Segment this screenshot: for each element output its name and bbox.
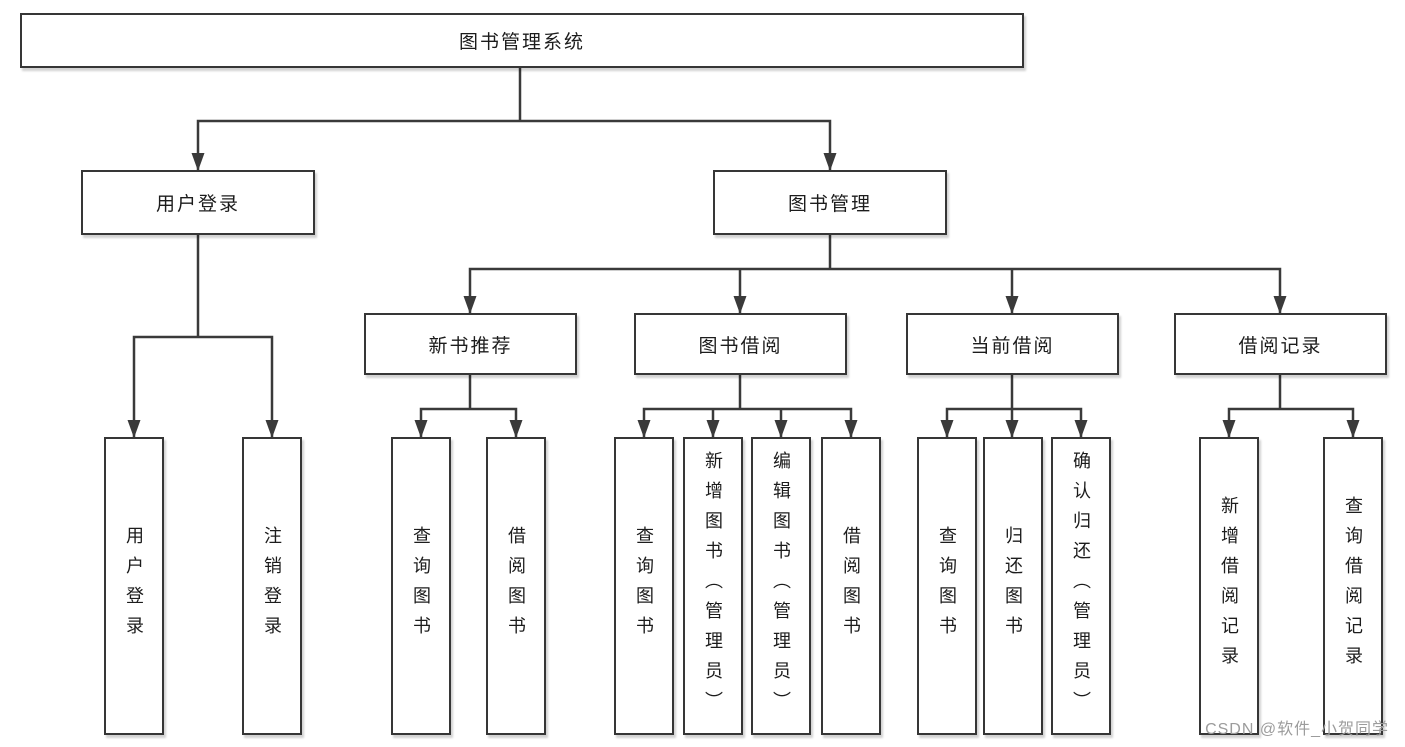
node-library-management-system: 图书管理系统: [20, 13, 1024, 68]
csdn-watermark: CSDN @软件_小贺同学: [1205, 721, 1389, 738]
connector-records-rail: [1222, 407, 1360, 438]
node-borrow-books-recommend: 借阅图书: [486, 437, 546, 735]
connector-borrowing-rail: [637, 407, 858, 438]
node-label: 新书推荐: [428, 335, 513, 357]
node-book-borrowing: 图书借阅: [634, 313, 847, 375]
node-label: 借阅图书: [506, 526, 526, 646]
connector-l2-rail: [191, 119, 837, 171]
node-label: 查询图书: [634, 526, 654, 646]
node-label: 编辑图书（管理员）: [771, 451, 791, 721]
node-label: 查询图书: [411, 526, 431, 646]
connector-recommend-rail: [414, 407, 523, 438]
node-label: 当前借阅: [970, 335, 1055, 357]
node-label: 图书管理: [787, 194, 872, 215]
node-edit-books-admin: 编辑图书（管理员）: [751, 437, 811, 735]
node-add-borrow-record: 新增借阅记录: [1199, 437, 1259, 735]
node-label: 新增图书（管理员）: [703, 451, 723, 721]
connector-login-rail: [127, 335, 279, 438]
node-label: 确认归还（管理员）: [1071, 451, 1091, 721]
connector-current-rail: [940, 407, 1088, 438]
node-label: 图书管理系统: [458, 32, 585, 53]
node-query-borrow-record: 查询借阅记录: [1323, 437, 1383, 735]
node-book-management: 图书管理: [713, 170, 947, 235]
node-new-book-recommendation: 新书推荐: [364, 313, 577, 375]
node-borrow-books-borrowing: 借阅图书: [821, 437, 881, 735]
node-query-books-recommend: 查询图书: [391, 437, 451, 735]
node-confirm-return-admin: 确认归还（管理员）: [1051, 437, 1111, 735]
node-logout: 注销登录: [242, 437, 302, 735]
node-label: 新增借阅记录: [1219, 496, 1239, 676]
node-add-books-admin: 新增图书（管理员）: [683, 437, 743, 735]
node-label: 查询图书: [937, 526, 957, 646]
node-user-login: 用户登录: [81, 170, 315, 235]
node-label: 借阅图书: [841, 526, 861, 646]
node-label: 图书借阅: [698, 335, 783, 357]
node-borrowing-records: 借阅记录: [1174, 313, 1387, 375]
node-user-login-leaf: 用户登录: [104, 437, 164, 735]
node-query-books-current: 查询图书: [917, 437, 977, 735]
node-current-borrowing: 当前借阅: [906, 313, 1119, 375]
node-query-books-borrowing: 查询图书: [614, 437, 674, 735]
node-label: 借阅记录: [1238, 335, 1323, 357]
node-label: 归还图书: [1003, 526, 1023, 646]
node-label: 查询借阅记录: [1343, 496, 1363, 676]
node-label: 用户登录: [124, 526, 144, 646]
node-return-books: 归还图书: [983, 437, 1043, 735]
node-label: 注销登录: [262, 526, 282, 646]
node-label: 用户登录: [155, 194, 240, 215]
connector-l3-rail: [463, 267, 1287, 314]
